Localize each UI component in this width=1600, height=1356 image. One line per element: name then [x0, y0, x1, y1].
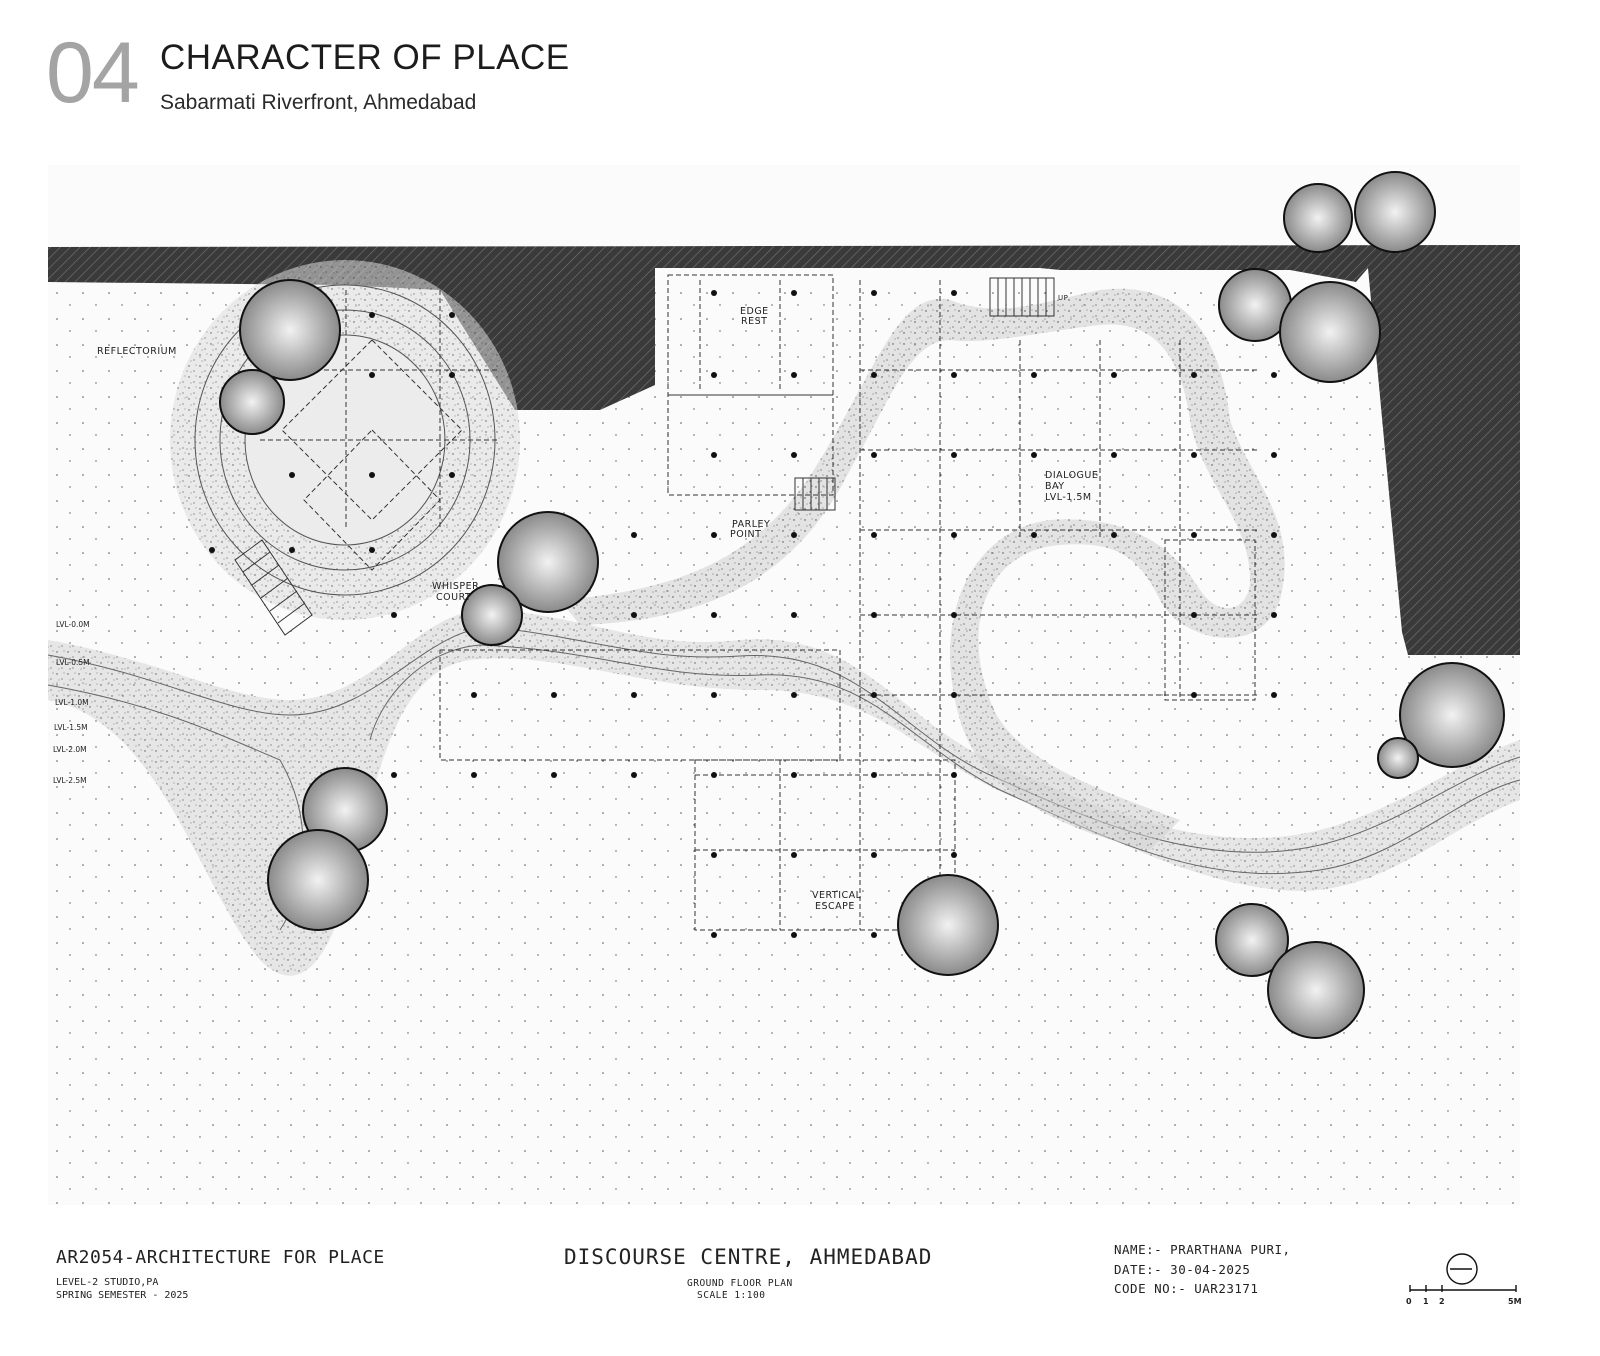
- scale-bar-labels: 0 1 2 5M: [1406, 1297, 1522, 1306]
- label-dialogue-level: LVL-1.5M: [1045, 492, 1092, 503]
- sheet-number: 04: [46, 25, 140, 121]
- student-name: NAME:- PRARTHANA PURI,: [1114, 1242, 1291, 1257]
- scale-0: 0: [1406, 1297, 1412, 1306]
- sheet-subtitle: Sabarmati Riverfront, Ahmedabad: [160, 91, 477, 114]
- structural-grid: [260, 274, 1260, 931]
- scale-bar: [1409, 1285, 1517, 1292]
- label-whisper-1: WHISPER: [432, 581, 479, 592]
- boundary-wall-east: [1368, 268, 1520, 655]
- level-3: LVL-1.5M: [54, 723, 88, 732]
- tree-2: [219, 369, 285, 435]
- tree-8: [1283, 183, 1353, 253]
- project-title: DISCOURSE CENTRE, AHMEDABAD: [564, 1245, 933, 1269]
- stair-north: [989, 277, 1055, 317]
- tree-9: [1354, 171, 1436, 253]
- level-0: LVL-0.0M: [56, 620, 90, 629]
- dialogue-bay-ramp-stipple: [560, 288, 1285, 851]
- terrain-contour-1: [47, 627, 1521, 853]
- tree-4: [461, 584, 523, 646]
- course-level: LEVEL-2 STUDIO,PA: [56, 1277, 159, 1288]
- label-dialogue-1: DIALOGUE: [1045, 470, 1098, 481]
- label-vertical-2: ESCAPE: [815, 901, 855, 912]
- student-code: CODE NO:- UAR23171: [1114, 1281, 1259, 1296]
- label-parley-1: PARLEY: [732, 519, 770, 530]
- scale-5: 5M: [1508, 1297, 1522, 1306]
- north-arrow: [1446, 1253, 1478, 1285]
- columns: [209, 290, 1277, 938]
- label-dialogue-2: BAY: [1045, 481, 1065, 492]
- tree-canopies: [219, 171, 1505, 1039]
- scale-1: 1: [1423, 1297, 1429, 1306]
- tree-13: [1377, 737, 1419, 779]
- label-whisper-2: COURT: [436, 592, 471, 603]
- tree-6: [267, 829, 369, 931]
- tree-3: [497, 511, 599, 613]
- space-labels: REFLECTORIUM EDGE REST PARLEY POINT DIAL…: [97, 294, 1098, 912]
- label-edge-rest-1: EDGE: [740, 306, 769, 317]
- sheet-title: CHARACTER OF PLACE: [160, 38, 570, 77]
- drawing-name: GROUND FLOOR PLAN: [687, 1278, 793, 1289]
- tree-15: [1267, 941, 1365, 1039]
- scale-2: 2: [1439, 1297, 1445, 1306]
- tree-7: [897, 874, 999, 976]
- level-2: LVL-1.0M: [55, 698, 89, 707]
- label-edge-rest-2: REST: [741, 316, 767, 327]
- tree-1: [239, 279, 341, 381]
- label-vertical-1: VERTICAL: [812, 890, 862, 901]
- drawing-scale: SCALE 1:100: [697, 1290, 766, 1301]
- level-5: LVL-2.5M: [53, 776, 87, 785]
- label-reflectorium: REFLECTORIUM: [97, 346, 177, 357]
- submission-date: DATE:- 30-04-2025: [1114, 1262, 1251, 1277]
- tree-14: [1215, 903, 1289, 977]
- course-semester: SPRING SEMESTER - 2025: [56, 1290, 189, 1301]
- tree-11: [1279, 281, 1381, 383]
- course-title: AR2054-ARCHITECTURE FOR PLACE: [56, 1247, 385, 1268]
- stair-parley: [794, 477, 836, 511]
- level-1: LVL-0.5M: [56, 658, 90, 667]
- stair-reflectorium: [234, 539, 313, 636]
- label-stair-up: UP: [1058, 294, 1068, 302]
- tree-12: [1399, 662, 1505, 768]
- level-4: LVL-2.0M: [53, 745, 87, 754]
- label-parley-2: POINT: [730, 529, 761, 540]
- level-markers: LVL-0.0M LVL-0.5M LVL-1.0M LVL-1.5M LVL-…: [53, 620, 90, 785]
